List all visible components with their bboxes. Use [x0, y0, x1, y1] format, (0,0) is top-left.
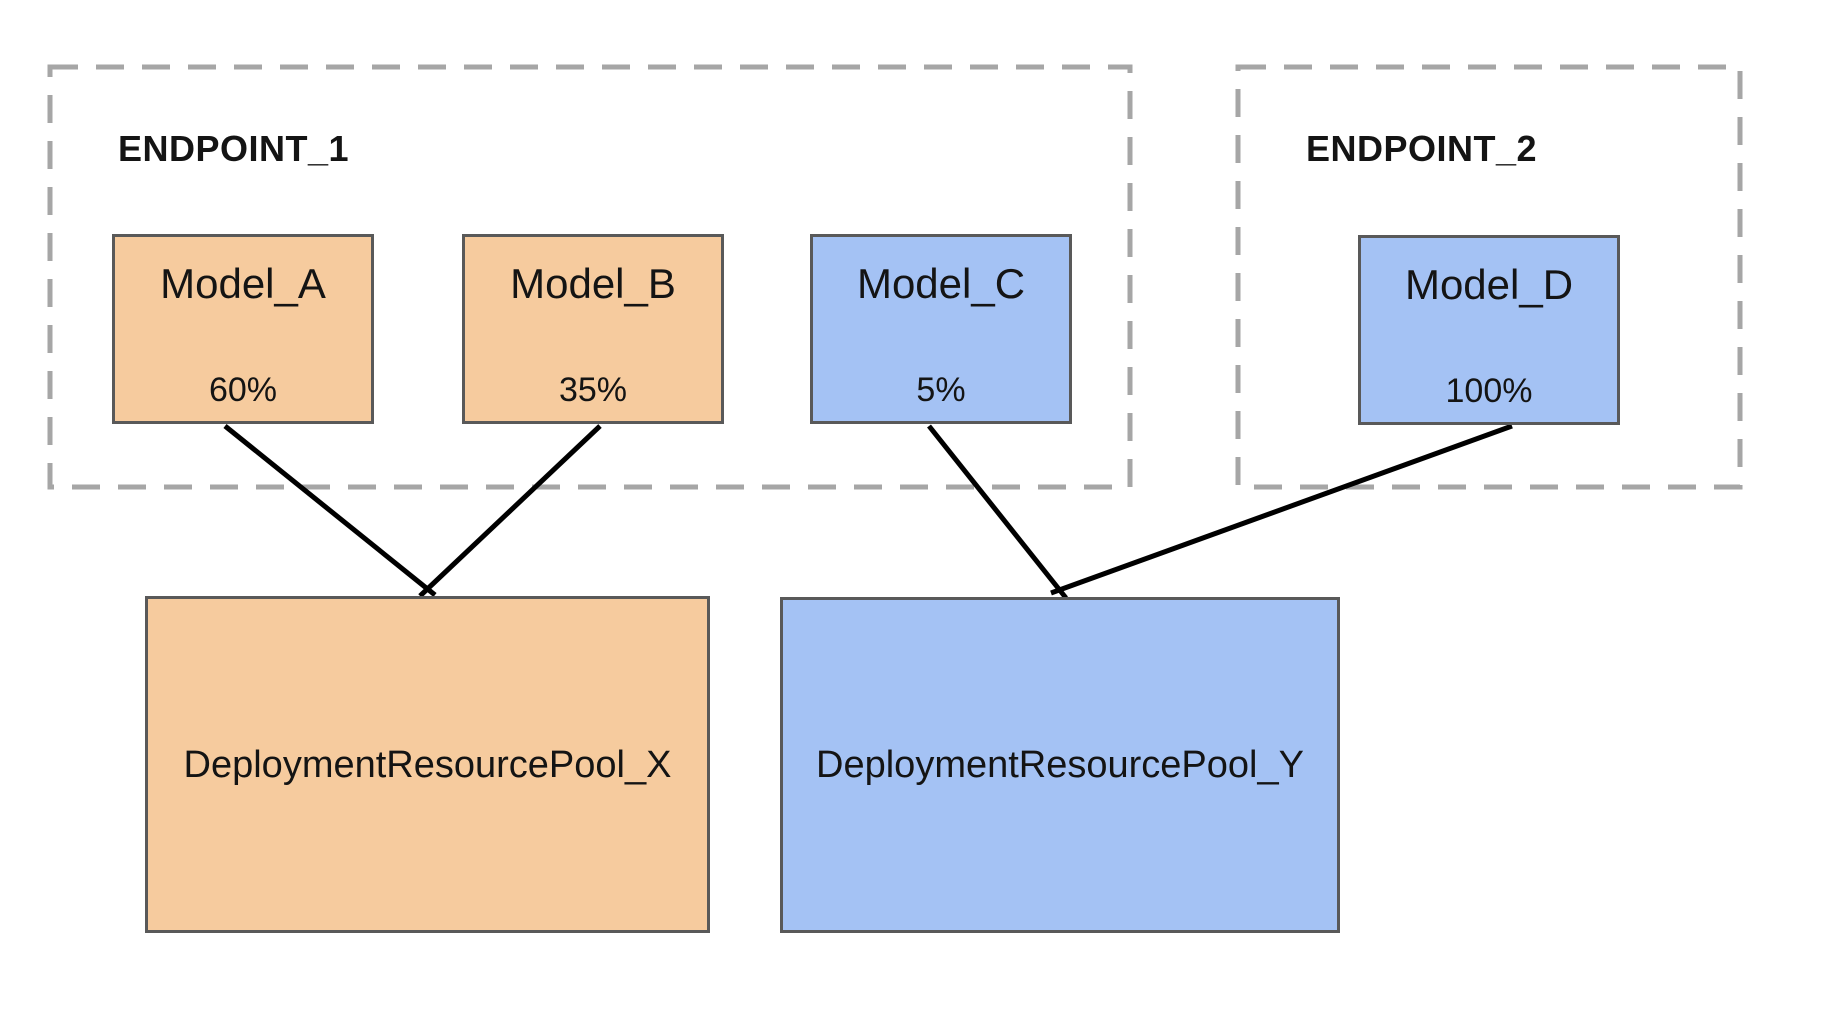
connection-model-a-to-pool-x	[223, 424, 437, 597]
model-b-box: Model_B 35%	[462, 234, 724, 424]
model-d-label: Model_D	[1404, 261, 1574, 308]
model-a-label: Model_A	[160, 260, 326, 307]
connection-model-d-to-pool-y	[1050, 423, 1513, 596]
endpoint-1-title: ENDPOINT_1	[118, 128, 350, 169]
model-d-box: Model_D 100%	[1358, 235, 1620, 425]
endpoint-2-container	[1235, 64, 1743, 490]
pool-x-label: DeploymentResourcePool_X	[183, 743, 672, 786]
pool-y-box: DeploymentResourcePool_Y	[780, 597, 1340, 933]
pool-x-box: DeploymentResourcePool_X	[145, 596, 710, 933]
model-c-label: Model_C	[856, 260, 1026, 307]
endpoint-1-container	[47, 64, 1133, 490]
pool-y-label: DeploymentResourcePool_Y	[816, 744, 1304, 786]
model-d-traffic: 100%	[1445, 372, 1533, 410]
model-a-traffic: 60%	[208, 371, 278, 409]
model-c-box: Model_C 5%	[810, 234, 1072, 424]
model-a-box: Model_A 60%	[112, 234, 374, 424]
model-c-traffic: 5%	[916, 371, 966, 409]
connection-model-c-to-pool-y	[927, 424, 1068, 600]
model-b-traffic: 35%	[558, 371, 628, 409]
endpoint-2-title: ENDPOINT_2	[1306, 128, 1538, 169]
model-b-label: Model_B	[510, 260, 676, 307]
connection-model-b-to-pool-x	[418, 424, 602, 598]
